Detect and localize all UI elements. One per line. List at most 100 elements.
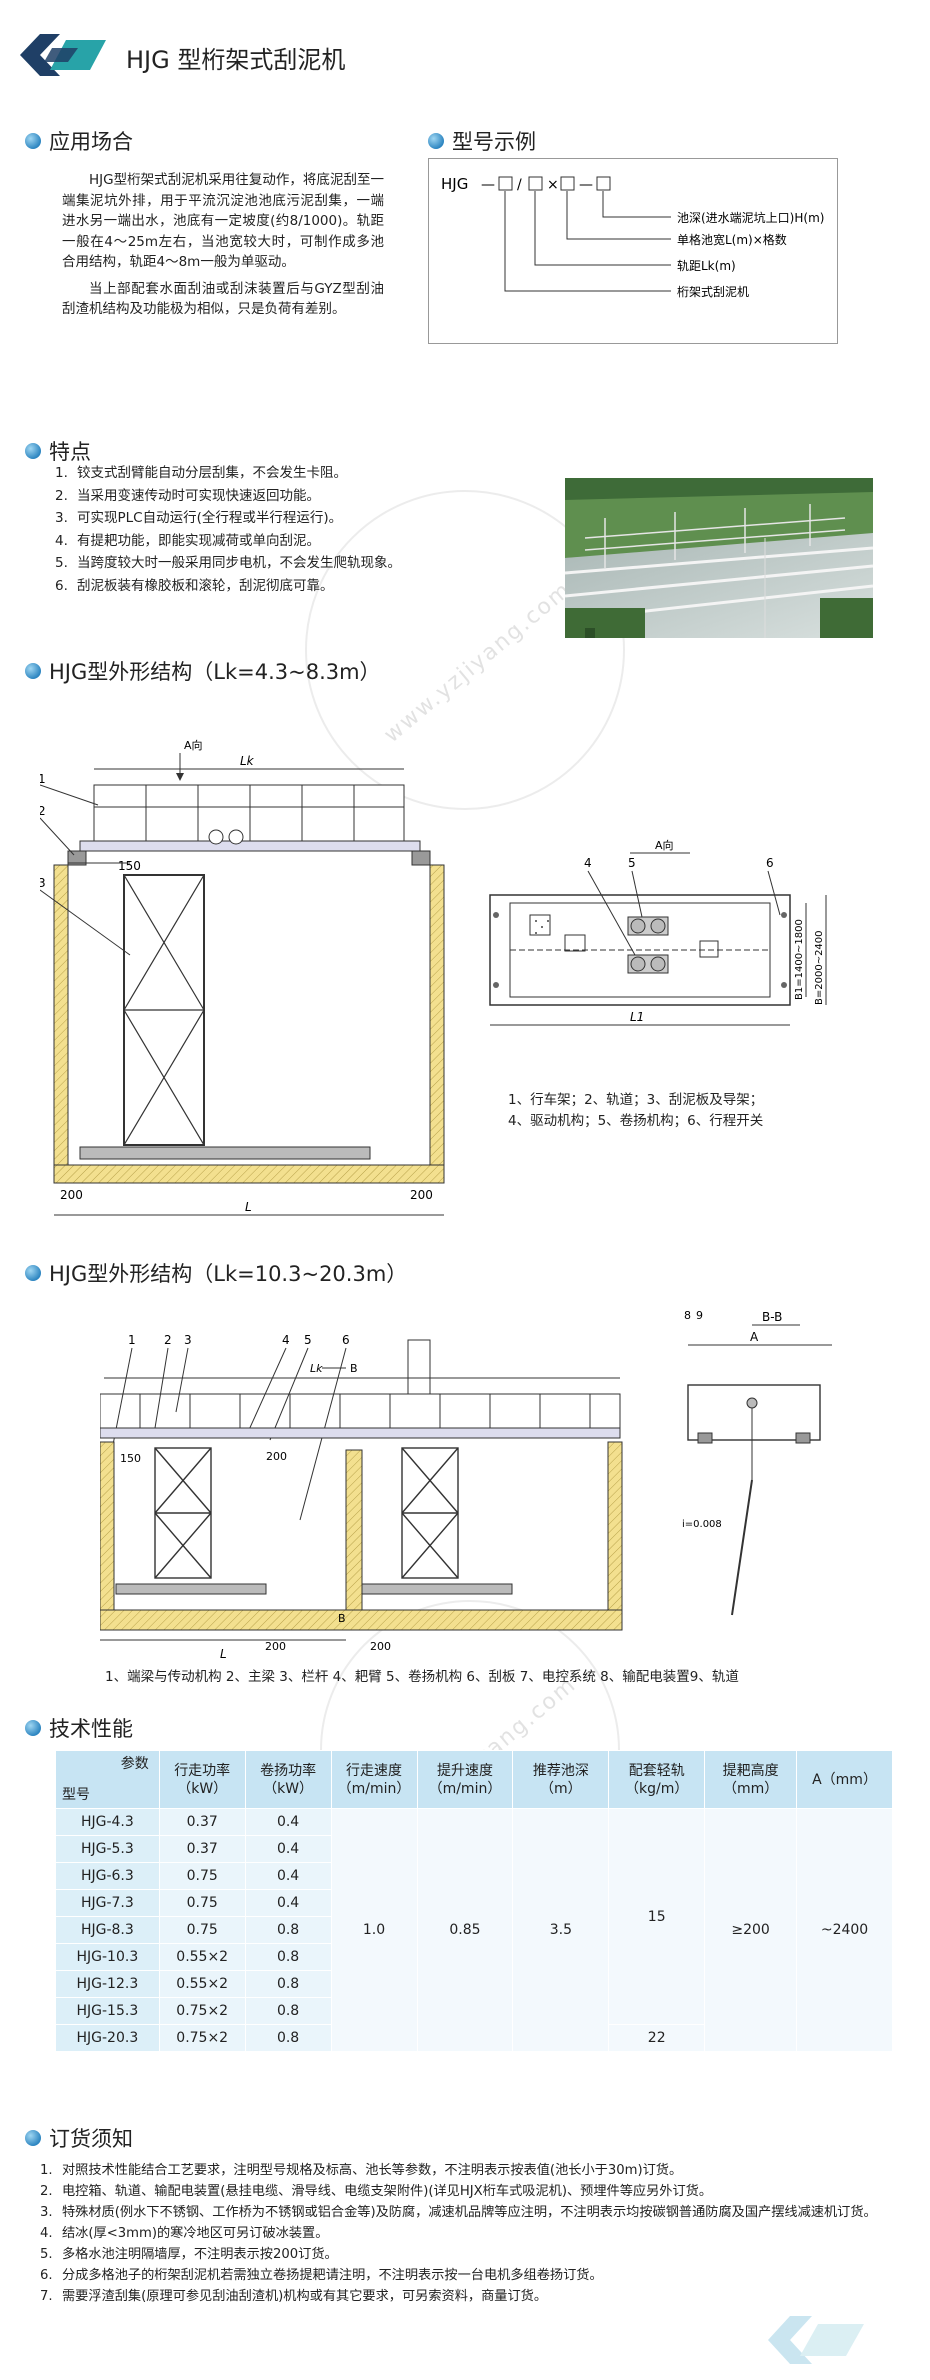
table-cell: 0.75 (158, 1862, 246, 1890)
section-structure2-title: HJG型外形结构（Lk=10.3~20.3m） (25, 1258, 407, 1288)
table-header-col: 行走速度（m/min） (330, 1750, 418, 1809)
ordering-list: 1.对照技术性能结合工艺要求，注明型号规格及标高、池长等参数，不注明表示按表值(… (40, 2160, 905, 2307)
table-header-col: A（mm） (796, 1750, 893, 1809)
list-item: 3.可实现PLC自动运行(全行程或半行程运行)。 (55, 510, 343, 526)
table-cell: 0.75 (158, 1916, 246, 1944)
features-list: 1.铰支式刮臂能自动分层刮集，不会发生卡阻。 2.当采用变速传动时可实现快速返回… (55, 462, 565, 597)
model-label-width: 单格池宽L(m)×格数 (677, 232, 787, 247)
table-cell: 0.75×2 (158, 1997, 246, 2025)
table-cell-model: HJG-12.3 (55, 1970, 160, 1998)
table-cell: 0.8 (244, 1997, 332, 2025)
table-cell: 0.37 (158, 1835, 246, 1863)
side-callout-3: 3 (40, 876, 46, 890)
watermark-ring-top (305, 490, 625, 810)
model-example-box: HJG — / × — 池深(进水端泥坑上口)H(m) 单格池宽L(m)×格数 … (428, 158, 838, 344)
performance-table: 参数 型号 行走功率（kW） 卷扬功率（kW） 行走速度（m/min） 提升速度… (55, 1750, 893, 2052)
section-application-title: 应用场合 (25, 126, 133, 156)
s2-callout-5: 5 (304, 1333, 312, 1347)
table-header-col: 卷扬功率（kW） (244, 1750, 332, 1809)
section-structure1-title: HJG型外形结构（Lk=4.3~8.3m） (25, 656, 381, 686)
s2-lk-label: Lk (310, 1362, 323, 1375)
structure1-legend-line-1: 1、行车架；2、轨道；3、刮泥板及导架； (508, 1092, 764, 1108)
table-cell: 0.4 (244, 1835, 332, 1863)
s2-dim-200-mid: 200 (265, 1640, 286, 1653)
list-item: 3.特殊材质(例水下不锈钢、工作桥为不锈钢或铝合金等)及防腐，减速机品牌等应注明… (40, 2205, 877, 2220)
bullet-icon (25, 1265, 41, 1281)
table-cell: 0.8 (244, 1943, 332, 1971)
table-cell: 0.4 (244, 1889, 332, 1917)
top-callout-4: 4 (584, 856, 592, 870)
table-cell: 0.55×2 (158, 1970, 246, 1998)
bullet-icon (428, 133, 444, 149)
structure2-section-drawing: B-B A i=0.008 7 8 9 (682, 1309, 832, 1616)
side-dim-150: 150 (118, 859, 141, 873)
model-code-seg-4: — (579, 177, 593, 193)
s2-dim-150: 150 (120, 1452, 141, 1465)
table-cell-model: HJG-8.3 (55, 1916, 160, 1944)
section-title-text: 型号示例 (452, 130, 536, 154)
structure1-legend-line-2: 4、驱动机构；5、卷扬机构；6、行程开关 (508, 1113, 764, 1129)
model-code-seg-3: × (547, 177, 559, 193)
s2-callout-1: 1 (128, 1333, 136, 1347)
application-paragraph-2: 当上部配套水面刮油或刮沫装置后与GYZ型刮油刮渣机结构及功能极为相似，只是负荷有… (62, 280, 384, 318)
table-cell-model: HJG-5.3 (55, 1835, 160, 1863)
table-cell-model: HJG-4.3 (55, 1808, 160, 1836)
list-item: 6.刮泥板装有橡胶板和滚轮，刮泥彻底可靠。 (55, 577, 334, 594)
table-cell-model: HJG-7.3 (55, 1889, 160, 1917)
top-a-direction: A向 (655, 838, 674, 852)
page-title: HJG 型桁架式刮泥机 (126, 46, 346, 74)
table-cell-model: HJG-15.3 (55, 1997, 160, 2025)
section-title-text: 特点 (49, 440, 91, 464)
top-callout-5: 5 (628, 856, 636, 870)
s2-b-mark-bottom: B (338, 1612, 346, 1625)
side-dim-200: 200 (60, 1188, 83, 1202)
model-code-seg-2: / (517, 177, 522, 193)
structure2-legend: 1、端梁与传动机构 2、主梁 3、栏杆 4、耙臂 5、卷扬机构 6、刮板 7、电… (105, 1669, 739, 1685)
list-item: 4.有提耙功能，即能实现减荷或单向刮泥。 (55, 532, 320, 549)
section-title-text: 订货须知 (49, 2127, 133, 2151)
table-cell-rake-height: ≥200 (704, 1808, 798, 2052)
application-paragraph-1: HJG型桁架式刮泥机采用往复动作，将底泥刮至一端集泥坑外排，用于平流沉淀池池底污… (62, 172, 384, 270)
structure2-drawing: 1 2 3 4 5 6 B Lk 150 200 200 200 L B (100, 1333, 623, 1660)
s2-dim-L: L (220, 1647, 227, 1660)
table-cell: 0.4 (244, 1862, 332, 1890)
table-cell: 0.75 (158, 1889, 246, 1917)
side-callout-2: 2 (40, 804, 46, 818)
top-dim-l1: L1 (630, 1010, 644, 1024)
bullet-icon (25, 663, 41, 679)
table-cell: 0.55×2 (158, 1943, 246, 1971)
section-features-title: 特点 (25, 436, 91, 466)
section-model-title: 型号示例 (428, 126, 536, 156)
list-item: 1.对照技术性能结合工艺要求，注明型号规格及标高、池长等参数，不注明表示按表值(… (40, 2163, 683, 2178)
table-header-col: 推荐池深（m） (512, 1750, 610, 1809)
footer-logo-icon (768, 2316, 864, 2364)
model-label-depth: 池深(进水端泥坑上口)H(m) (677, 210, 824, 225)
product-photo (565, 478, 873, 638)
s2-callout-8: 8 (684, 1309, 691, 1322)
application-text: HJG型桁架式刮泥机采用往复动作，将底泥刮至一端集泥坑外排，用于平流沉淀池池底污… (62, 170, 384, 322)
table-cell-model: HJG-20.3 (55, 2024, 160, 2052)
s2-callout-4: 4 (282, 1333, 290, 1347)
table-header-col: 提升速度（m/min） (416, 1750, 514, 1809)
list-item: 5.当跨度较大时一般采用同步电机，不会发生爬轨现象。 (55, 555, 401, 571)
s2-callout-3: 3 (184, 1333, 192, 1347)
model-code-diagram: HJG — / × — 池深(进水端泥坑上口)H(m) 单格池宽L(m)×格数 … (441, 175, 824, 299)
table-header-col: 配套轻轨（kg/m） (608, 1750, 706, 1809)
table-cell: 0.75×2 (158, 2024, 246, 2052)
top-dim-b1: B1=1400~1800 (794, 919, 805, 1000)
top-dim-b: B=2000~2400 (814, 930, 825, 1005)
table-cell-rail: 15 (608, 1808, 706, 2025)
model-label-gauge: 轨距Lk(m) (677, 259, 736, 273)
structure1-top-drawing: A向 4 5 6 B1=1400~1800 B=2000~2400 L1 (489, 838, 827, 1026)
side-dim-200-right: 200 (410, 1188, 433, 1202)
list-item: 1.铰支式刮臂能自动分层刮集，不会发生卡阻。 (55, 465, 347, 481)
list-item: 7.需要浮渣刮集(原理可参见刮油刮渣机)机构或有其它要求，可另索资料，商量订货。 (40, 2289, 548, 2304)
table-cell: 0.8 (244, 1916, 332, 1944)
section-title-text: 应用场合 (49, 130, 133, 154)
